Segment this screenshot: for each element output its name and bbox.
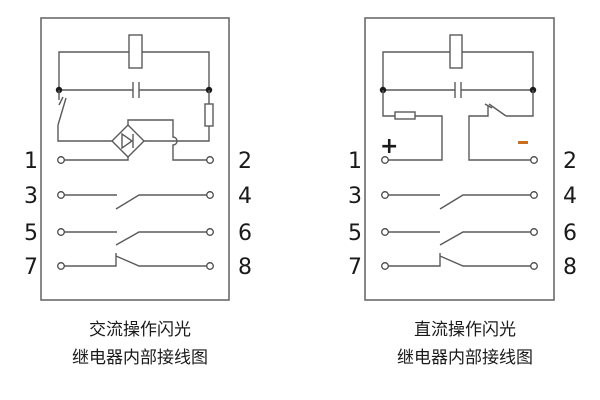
- ac-label-2: 2: [238, 149, 252, 174]
- ac-terminal-4: [206, 191, 214, 199]
- ac-label-1: 1: [24, 149, 38, 174]
- dc-terminal-7: [381, 262, 389, 270]
- dc-resistor: [394, 111, 416, 120]
- ac-bridge-to-term1: [64, 157, 129, 161]
- dc-label-7: 7: [348, 255, 362, 280]
- dc-coil-wire: [382, 51, 534, 90]
- ac-terminal-2: [206, 156, 214, 164]
- dc-plus-sign: +: [380, 134, 398, 159]
- ac-terminal-7: [57, 262, 65, 270]
- ac-bridge-rectifier: [111, 124, 145, 158]
- dc-terminal-6: [530, 228, 538, 236]
- dc-caption: 直流操作闪光 继电器内部接线图: [365, 316, 565, 372]
- ac-terminal-5: [57, 228, 65, 236]
- dc-resistor-wire: [382, 90, 443, 161]
- ac-label-6: 6: [238, 221, 252, 246]
- dc-contact-3-4: [388, 194, 531, 210]
- ac-terminal-1: [57, 156, 65, 164]
- dc-contact-5-6: [388, 231, 531, 246]
- dc-label-6: 6: [563, 221, 577, 246]
- ac-contact-7-8: [64, 253, 207, 267]
- dc-relay-diagram: + 1 3 5 7 2 4 6 8: [348, 17, 577, 301]
- dc-terminal-8: [530, 262, 538, 270]
- dc-no-contact: [468, 90, 534, 161]
- dc-terminal-1: [381, 156, 389, 164]
- ac-relay-housing: [40, 17, 230, 301]
- ac-caption: 交流操作闪光 继电器内部接线图: [40, 316, 240, 372]
- ac-contact-5-6: [64, 231, 207, 246]
- ac-label-7: 7: [24, 255, 38, 280]
- ac-terminal-8: [206, 262, 214, 270]
- ac-resistor: [204, 103, 214, 127]
- dc-label-8: 8: [563, 255, 577, 280]
- ac-contact-3-4: [64, 194, 207, 210]
- ac-resistor-wire: [144, 90, 210, 142]
- ac-bridge-to-term2: [127, 119, 207, 161]
- ac-label-4: 4: [238, 184, 252, 209]
- dc-coil: [449, 34, 463, 69]
- dc-terminal-3: [381, 191, 389, 199]
- ac-nc-contact: [57, 90, 112, 142]
- ac-caption-line1: 交流操作闪光: [89, 320, 191, 340]
- dc-caption-line2: 继电器内部接线图: [397, 348, 533, 368]
- dc-label-5: 5: [348, 221, 362, 246]
- ac-coil: [128, 34, 143, 69]
- dc-caption-line1: 直流操作闪光: [414, 320, 516, 340]
- dc-terminal-2: [530, 156, 538, 164]
- dc-terminal-5: [381, 228, 389, 236]
- dc-relay-housing: [364, 17, 555, 301]
- ac-diode-icon: [121, 132, 134, 150]
- dc-label-4: 4: [563, 184, 577, 209]
- ac-caption-line2: 继电器内部接线图: [72, 348, 208, 368]
- ac-terminal-6: [206, 228, 214, 236]
- dc-contact-7-8: [388, 253, 531, 267]
- ac-terminal-3: [57, 191, 65, 199]
- ac-relay-diagram: 1 3 5 7 2 4 6 8: [24, 17, 252, 301]
- dc-minus-sign: [518, 141, 528, 144]
- dc-label-3: 3: [348, 184, 362, 209]
- dc-label-2: 2: [563, 149, 577, 174]
- ac-label-3: 3: [24, 184, 38, 209]
- ac-label-8: 8: [238, 255, 252, 280]
- dc-label-1: 1: [348, 149, 362, 174]
- ac-coil-wire: [58, 51, 210, 90]
- dc-terminal-4: [530, 191, 538, 199]
- ac-label-5: 5: [24, 221, 38, 246]
